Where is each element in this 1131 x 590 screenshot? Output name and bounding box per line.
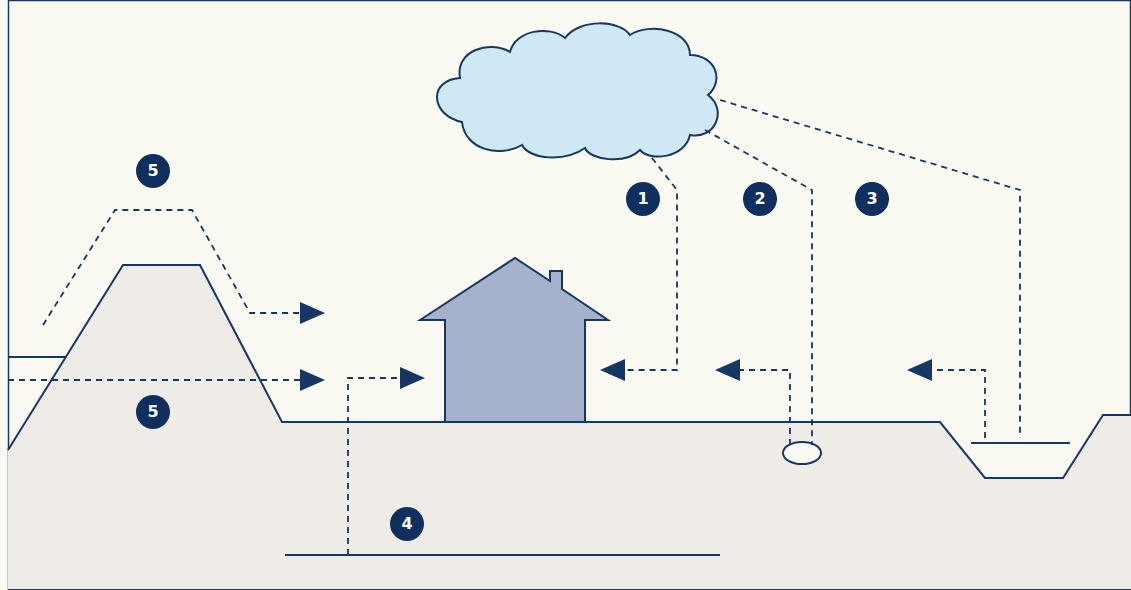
frame (9, 1, 1131, 590)
seepage-path (8, 379, 300, 381)
callout-text: 2 (754, 191, 765, 207)
arrowhead (715, 359, 740, 381)
sewer-in-path (705, 130, 812, 445)
arrowhead (907, 359, 932, 381)
overtopping-path (43, 210, 300, 325)
callout-number: 2 (743, 182, 777, 216)
callout-number: 3 (855, 182, 889, 216)
river-water-level (8, 356, 66, 358)
rain-path (625, 158, 677, 370)
sewer-out-path (740, 370, 790, 445)
callout-text: 5 (147, 404, 158, 420)
callout-text: 5 (147, 163, 158, 179)
arrowhead (300, 302, 325, 324)
flow-paths (8, 100, 1020, 555)
callout-text: 3 (866, 191, 877, 207)
rain-cloud (437, 23, 718, 159)
house (420, 258, 608, 422)
callout-number: 4 (390, 507, 424, 541)
ditch-in-path (720, 100, 1020, 438)
callout-number: 5 (136, 154, 170, 188)
sewer-pipe (783, 442, 821, 464)
ditch-water-level (971, 442, 1070, 444)
arrowhead (400, 367, 425, 389)
callout-text: 4 (401, 516, 412, 532)
callout-text: 1 (637, 191, 648, 207)
arrowhead (300, 369, 325, 391)
arrowheads (300, 302, 932, 391)
ditch-out-path (932, 370, 985, 438)
callout-number: 1 (626, 182, 660, 216)
callout-number: 5 (136, 395, 170, 429)
arrowhead (600, 359, 625, 381)
groundwater-level (285, 554, 720, 556)
